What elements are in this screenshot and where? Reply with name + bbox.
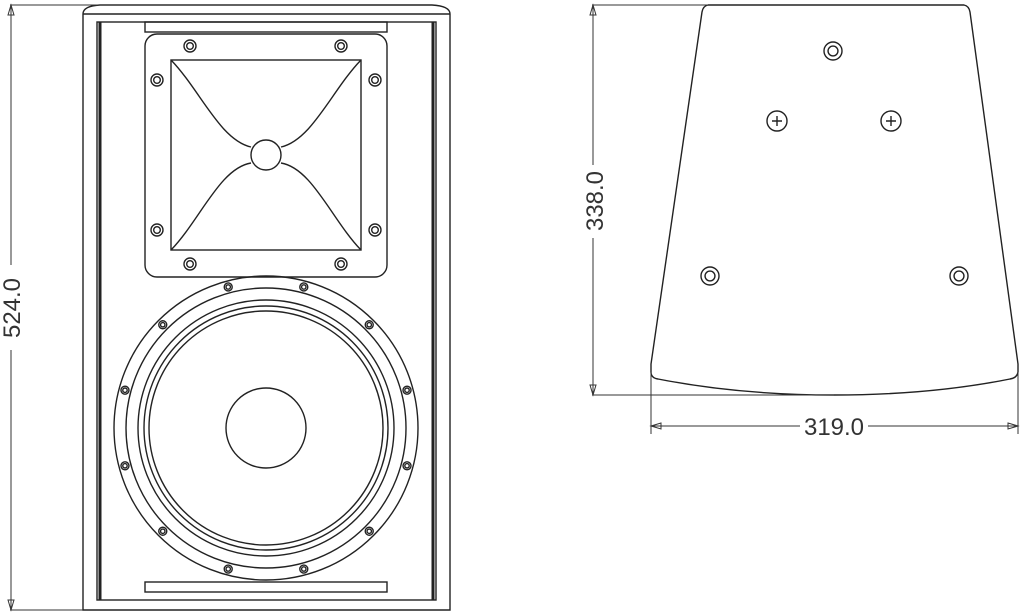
bottom-strip (144, 581, 388, 593)
cabinet-outline (82, 4, 451, 611)
front-height-dimension: 524.0 (0, 3, 310, 612)
phillips-screw-icon (880, 110, 902, 132)
dimension-label-524: 524.0 (0, 278, 26, 338)
screw-hole-icon (402, 461, 412, 471)
screw-hole-icon (150, 223, 164, 237)
screw-hole-icon (158, 526, 168, 536)
screw-hole-icon (334, 39, 348, 53)
dust-cap (225, 387, 307, 469)
top-strip (144, 21, 388, 33)
screw-hole-icon (120, 385, 130, 395)
screw-hole-icon (364, 526, 374, 536)
screw-hole-icon (299, 564, 309, 574)
screw-hole-icon (364, 320, 374, 330)
screw-hole-icon (120, 461, 130, 471)
screw-hole-icon (223, 282, 233, 292)
side-view: 338.0 319.0 (582, 3, 1020, 441)
horn-plate (144, 33, 388, 278)
screw-hole-icon (368, 223, 382, 237)
woofer (113, 275, 419, 581)
screw-hole-icon (368, 73, 382, 87)
screw-hole-icon (334, 257, 348, 271)
front-view (82, 4, 451, 611)
screw-hole-icon (949, 266, 969, 286)
screw-hole-icon (183, 39, 197, 53)
dimension-label-319: 319.0 (804, 414, 864, 441)
horn-screws (150, 39, 382, 271)
screw-hole-icon (158, 320, 168, 330)
screw-hole-icon (402, 385, 412, 395)
side-profile (650, 4, 1019, 396)
phillips-screw-icon (766, 110, 788, 132)
screw-hole-icon (223, 564, 233, 574)
screw-hole-icon (823, 41, 843, 61)
horn-throat (250, 139, 282, 171)
screw-hole-icon (700, 266, 720, 286)
screw-hole-icon (183, 257, 197, 271)
horn-mouth (170, 59, 362, 251)
dimension-label-338: 338.0 (582, 171, 609, 231)
screw-hole-icon (150, 73, 164, 87)
screw-hole-icon (299, 282, 309, 292)
